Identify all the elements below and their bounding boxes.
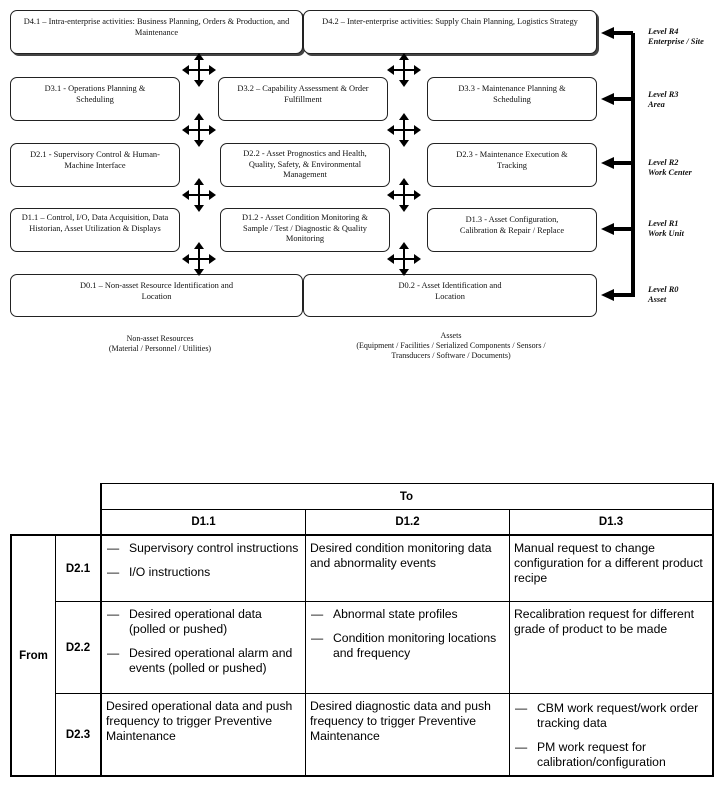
row-header-d21: D2.1 — [65, 562, 91, 575]
four-way-arrows — [181, 27, 635, 301]
box-d42: D4.2 – Inter-enterprise activities: Supp… — [303, 10, 597, 54]
level-r2-label: Level R2 Work Center — [648, 158, 692, 177]
level-bracket — [601, 27, 635, 301]
box-d32: D3.2 – Capability Assessment & Order Ful… — [218, 77, 388, 121]
cell-d23-d13: —CBM work request/work order tracking da… — [510, 698, 712, 775]
box-d21: D2.1 - Supervisory Control & Human-Machi… — [10, 143, 180, 187]
level-r0-label: Level R0 Asset — [648, 285, 679, 304]
four-way-arrow-icon — [181, 52, 217, 88]
nonasset-caption: Non-asset Resources (Material / Personne… — [108, 334, 212, 353]
four-way-arrow-icon — [386, 52, 422, 88]
list-item: —Supervisory control instructions — [107, 541, 299, 555]
to-header: To — [399, 490, 414, 503]
list-item: —Desired operational data (polled or pus… — [107, 607, 262, 636]
list-item: —CBM work request/work order tracking da… — [515, 701, 699, 730]
cell-d21-d13: Manual request to change configuration f… — [514, 541, 703, 585]
four-way-arrow-icon — [181, 177, 217, 213]
col-header-d12: D1.2 — [395, 516, 420, 528]
box-d11: D1.1 – Control, I/O, Data Acquisition, D… — [10, 208, 180, 252]
level-r3-label: Level R3 Area — [648, 90, 679, 109]
interface-matrix-table: To D1.1 D1.2 D1.3 From D2.1 D2.2 D2.3 —S… — [10, 483, 714, 777]
four-way-arrow-icon — [386, 112, 422, 148]
box-d13: D1.3 - Asset Configuration, Calibration … — [427, 208, 597, 252]
four-way-arrow-icon — [181, 112, 217, 148]
box-d31: D3.1 - Operations Planning & Scheduling — [10, 77, 180, 121]
col-header-d13: D1.3 — [598, 516, 624, 528]
cell-d21-d12: Desired condition monitoring data and ab… — [310, 541, 492, 570]
box-d23: D2.3 - Maintenance Execution & Tracking — [427, 143, 597, 187]
cell-d21-d11: —Supervisory control instructions —I/O i… — [102, 538, 305, 601]
box-d02: D0.2 - Asset Identification and Location — [303, 274, 597, 317]
four-way-arrow-icon — [181, 241, 217, 277]
col-header-d11: D1.1 — [191, 516, 216, 528]
cell-d22-d11: —Desired operational data (polled or pus… — [102, 604, 305, 693]
level-r1-label: Level R1 Work Unit — [648, 219, 684, 238]
cell-d22-d12: —Abnormal state profiles —Condition moni… — [306, 604, 509, 693]
box-d41: D4.1 – Intra-enterprise activities: Busi… — [10, 10, 303, 54]
four-way-arrow-icon — [386, 241, 422, 277]
row-header-d22: D2.2 — [65, 641, 91, 654]
cell-d23-d11: Desired operational data and push freque… — [106, 699, 293, 743]
list-item: —I/O instructions — [107, 565, 211, 579]
from-header: From — [19, 649, 48, 662]
list-item: —Condition monitoring locations and freq… — [311, 631, 497, 660]
box-d22: D2.2 - Asset Prognostics and Health, Qua… — [220, 143, 390, 187]
box-d12: D1.2 - Asset Condition Monitoring & Samp… — [220, 208, 390, 252]
list-item: —Abnormal state profiles — [311, 607, 458, 621]
row-header-d23: D2.3 — [65, 728, 91, 741]
cell-d22-d13: Recalibration request for different grad… — [514, 607, 694, 636]
level-r4-label: Level R4 Enterprise / Site — [648, 27, 704, 46]
list-item: —PM work request for calibration/configu… — [515, 740, 666, 769]
box-d33: D3.3 - Maintenance Planning & Scheduling — [427, 77, 597, 121]
box-d01: D0.1 – Non-asset Resource Identification… — [10, 274, 303, 317]
assets-caption: Assets (Equipment / Facilities / Seriali… — [356, 331, 546, 360]
four-way-arrow-icon — [386, 177, 422, 213]
cell-d23-d12: Desired diagnostic data and push frequen… — [310, 699, 491, 743]
list-item: —Desired operational alarm and events (p… — [107, 646, 293, 675]
